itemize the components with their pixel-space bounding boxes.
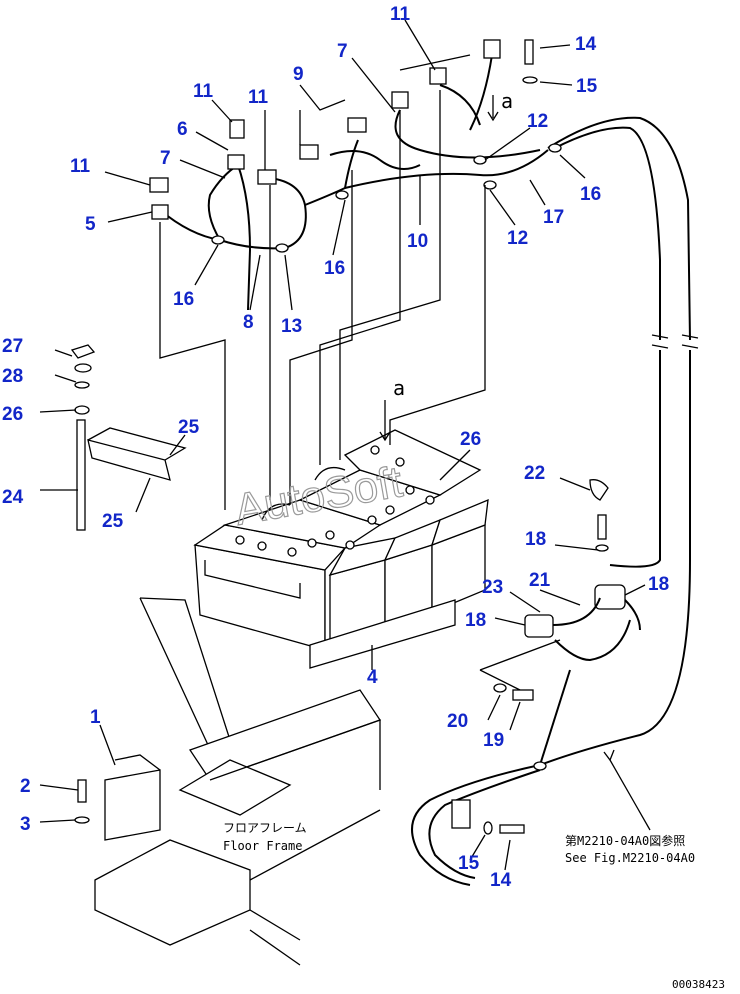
callout-17: 17	[543, 207, 564, 228]
callout-28: 28	[2, 366, 23, 387]
relay-group	[479, 479, 641, 701]
callout-26-left: 26	[2, 404, 23, 425]
callout-24: 24	[2, 487, 24, 508]
reference-note-jp: 第M2210-04A0図参照	[565, 833, 685, 848]
callout-12-upper: 12	[527, 111, 548, 132]
callout-leaders	[104, 19, 646, 670]
callout-11-center: 11	[248, 87, 269, 108]
callout-20: 20	[447, 711, 468, 732]
callout-3: 3	[20, 814, 31, 835]
callout-15-top: 15	[576, 76, 598, 97]
floor-frame-group	[39, 597, 382, 966]
floor-frame-label-en: Floor Frame	[223, 839, 302, 853]
callout-6: 6	[177, 119, 188, 140]
callout-2: 2	[20, 776, 31, 797]
callout-10: 10	[407, 231, 428, 252]
callout-26-right: 26	[460, 429, 481, 450]
callout-4: 4	[367, 667, 378, 688]
callout-19: 19	[483, 730, 504, 751]
harness-group	[149, 39, 699, 886]
view-mark-battery: a	[393, 376, 405, 400]
top-bolt-group	[379, 39, 573, 442]
callout-12-lower: 12	[507, 228, 528, 249]
callout-13: 13	[281, 316, 302, 337]
view-mark-top: a	[501, 89, 513, 113]
callout-numbers: 1 2 3 4 5 6 7 7 8 9 10 11 11 11 11 12 12…	[2, 4, 669, 891]
callout-27: 27	[2, 336, 23, 357]
callout-16-left: 16	[173, 289, 194, 310]
callout-7-left: 7	[160, 148, 171, 169]
callout-23: 23	[482, 577, 503, 598]
callout-8: 8	[243, 312, 254, 333]
callout-15-bottom: 15	[458, 853, 480, 874]
callout-9: 9	[293, 64, 304, 85]
bottom-bolt-group	[451, 694, 651, 871]
callout-11-top: 11	[390, 4, 411, 25]
battery-group	[193, 429, 489, 669]
callout-18-right: 18	[648, 574, 669, 595]
callout-7-top: 7	[337, 41, 348, 62]
callout-11-mid: 11	[193, 81, 214, 102]
callout-14-top: 14	[575, 34, 597, 55]
floor-frame-label-jp: フロアフレーム	[223, 821, 307, 835]
callout-25-upper: 25	[178, 417, 200, 438]
callout-14-bottom: 14	[490, 870, 512, 891]
callout-16-right: 16	[580, 184, 601, 205]
callout-22: 22	[524, 463, 545, 484]
callout-16-mid: 16	[324, 258, 345, 279]
reference-note-en: See Fig.M2210-04A0	[565, 851, 695, 865]
figure-number: 00038423	[672, 978, 725, 991]
callout-21: 21	[529, 570, 551, 591]
callout-11-left: 11	[70, 156, 91, 177]
callout-18-left: 18	[465, 610, 486, 631]
callout-5: 5	[85, 214, 96, 235]
hardware-group	[39, 344, 187, 531]
callout-25-lower: 25	[102, 511, 124, 532]
callout-1: 1	[90, 707, 101, 728]
callout-18-upper: 18	[525, 529, 546, 550]
